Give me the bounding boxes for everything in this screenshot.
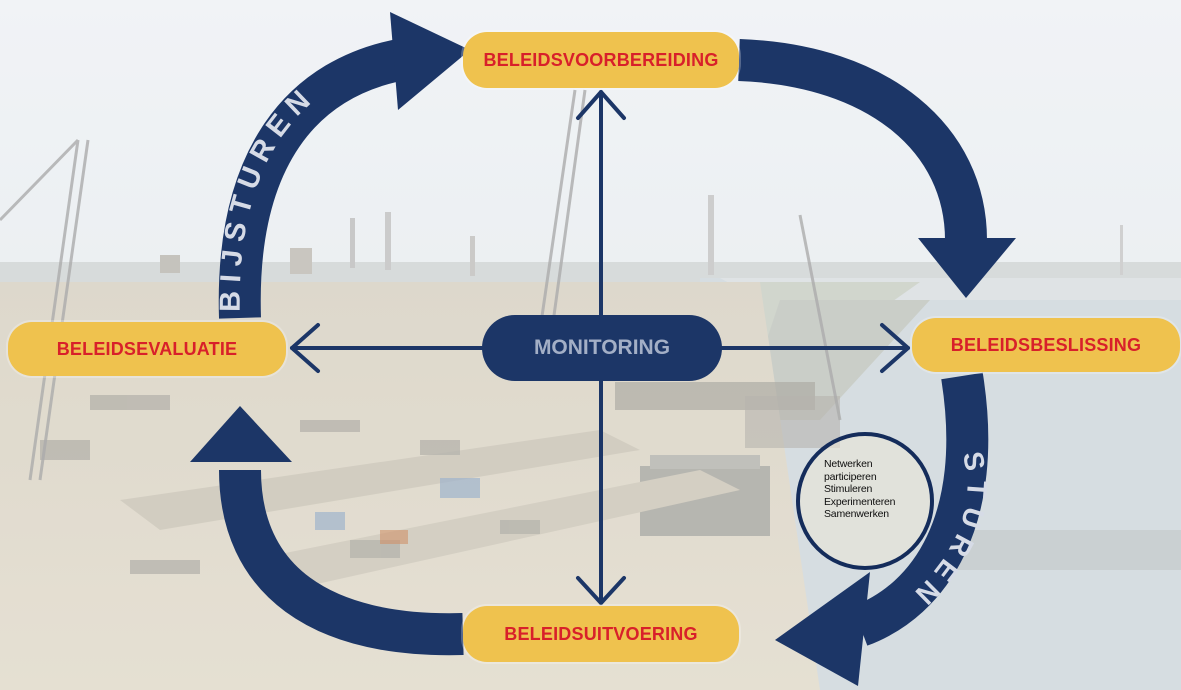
instrument-item: Netwerken bbox=[824, 458, 873, 470]
arrow-up-head bbox=[576, 90, 626, 120]
stage-beleidsuitvoering: BELEIDSUITVOERING bbox=[463, 606, 739, 662]
cycle-arrow-left-top bbox=[218, 37, 414, 319]
stage-beleidsbeslissing: BELEIDSBESLISSING bbox=[912, 318, 1180, 372]
arrowhead-into-right bbox=[918, 238, 1016, 298]
instrument-item: Stimuleren bbox=[824, 483, 873, 495]
arrowhead-into-bottom bbox=[775, 572, 870, 686]
center-monitoring: MONITORING bbox=[482, 315, 722, 381]
cycle-arrow-right-bottom bbox=[852, 372, 989, 646]
stage-beleidsevaluatie: BELEIDSEVALUATIE bbox=[8, 322, 286, 376]
arrowhead-into-top bbox=[390, 12, 470, 110]
arrowhead-into-left bbox=[190, 406, 292, 462]
arrow-right-head bbox=[880, 323, 910, 373]
cycle-arrow-top-right bbox=[738, 39, 987, 241]
cycle-arrow-bottom-left bbox=[219, 469, 464, 656]
instrument-item: Experimenteren bbox=[824, 495, 896, 508]
instrument-item: participeren bbox=[824, 470, 877, 483]
stage-beleidsvoorbereiding: BELEIDSVOORBEREIDING bbox=[463, 32, 739, 88]
arrow-left-head bbox=[290, 323, 320, 373]
arrow-down-head bbox=[576, 576, 626, 605]
instruments-circle: Netwerken participeren Stimuleren Experi… bbox=[796, 432, 934, 570]
instruments-list: Netwerken participeren Stimuleren Experi… bbox=[824, 458, 896, 521]
instrument-item: Samenwerken bbox=[824, 508, 889, 520]
